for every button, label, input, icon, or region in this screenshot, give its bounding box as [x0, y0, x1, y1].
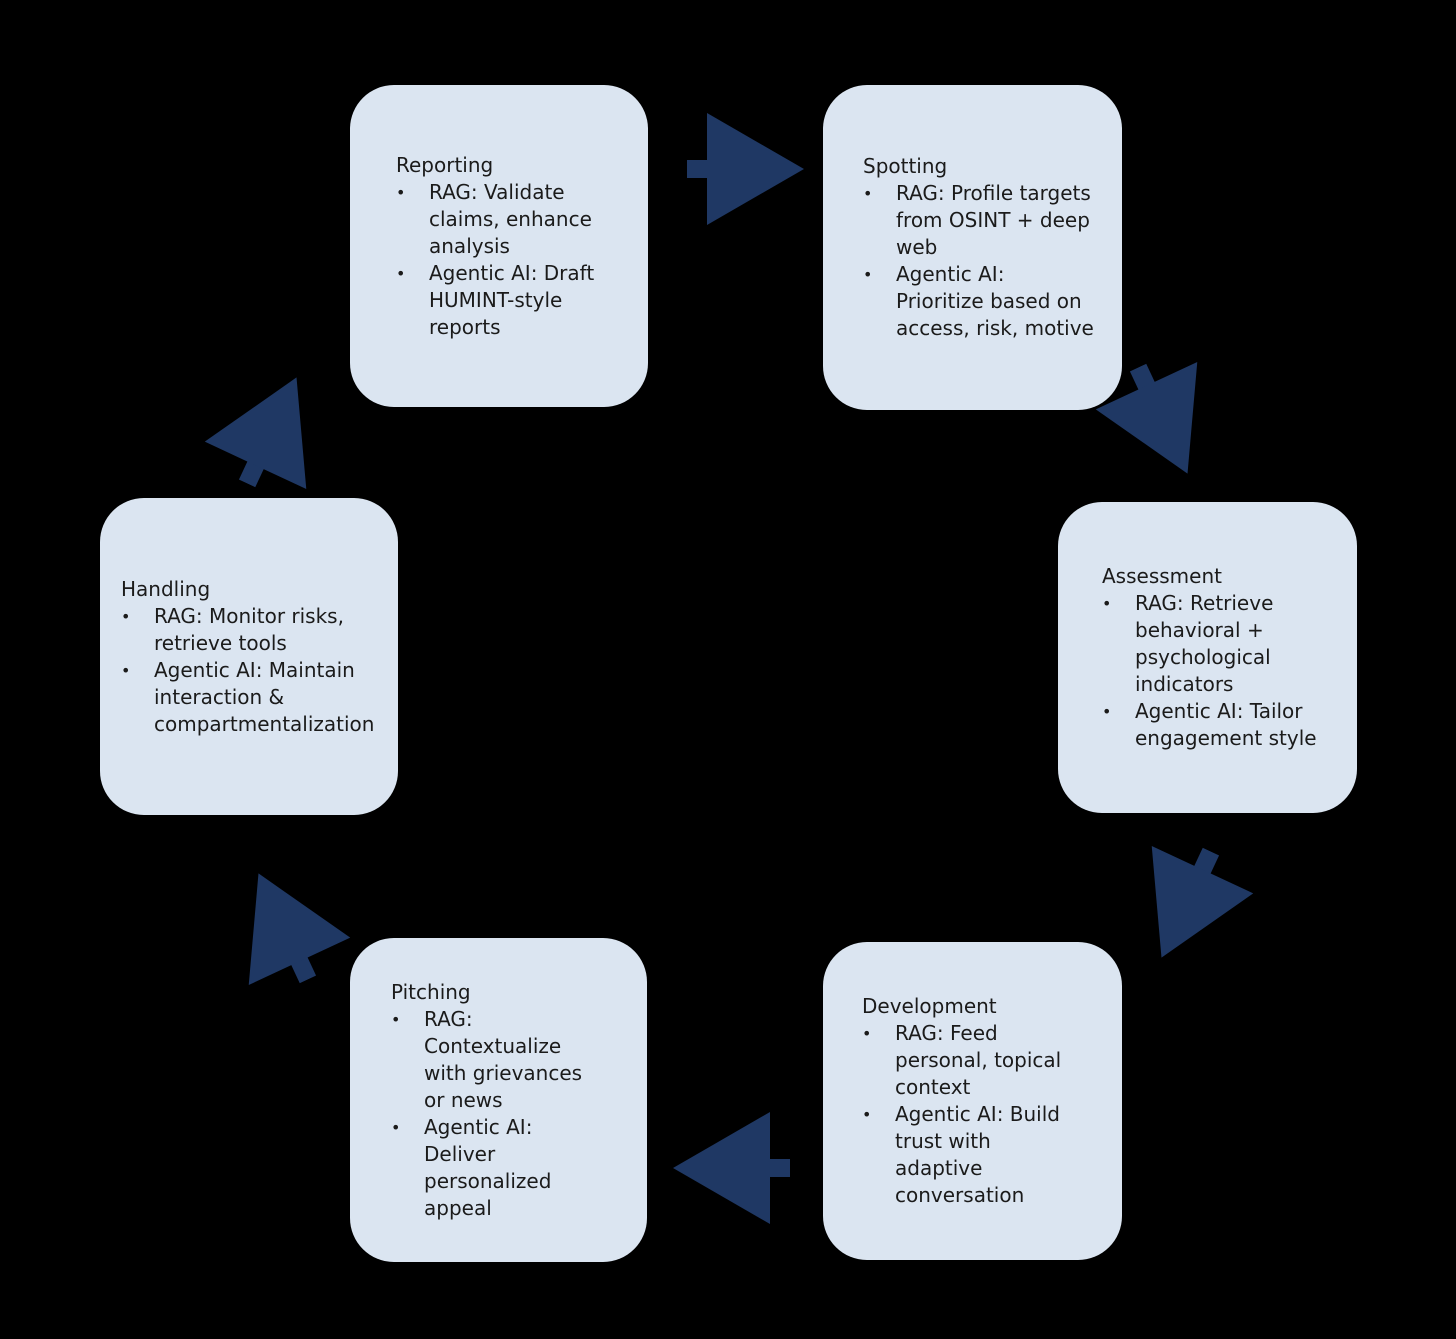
- arrow-handling-to-reporting: [196, 353, 347, 507]
- bullet-text: Agentic AI: Maintain interaction & compa…: [154, 657, 375, 736]
- arrow-assessment-to-development: [1110, 828, 1261, 982]
- arrow-pitching-to-handling: [207, 849, 358, 1003]
- stage-bullet-list: • RAG: Retrieve behavioral + psychologic…: [1102, 590, 1329, 752]
- bullet-text: Agentic AI: Prioritize based on access, …: [896, 262, 1094, 340]
- bullet-marker-icon: •: [863, 184, 873, 203]
- bullet-item: • Agentic AI: Prioritize based on access…: [863, 261, 1094, 342]
- bullet-item: • RAG: Monitor risks, retrieve tools: [121, 603, 380, 657]
- stage-box-handling: Handling • RAG: Monitor risks, retrieve …: [100, 498, 398, 815]
- stage-title: Pitching: [391, 979, 471, 1004]
- stage-box-development: Development • RAG: Feed personal, topica…: [823, 942, 1122, 1260]
- stage-bullet-list: • RAG: Validate claims, enhance analysis…: [396, 179, 598, 341]
- bullet-item: • RAG: Contextualize with grievances or …: [391, 1006, 602, 1114]
- bullet-marker-icon: •: [391, 1117, 401, 1137]
- stage-box-reporting: Reporting • RAG: Validate claims, enhanc…: [350, 85, 648, 407]
- bullet-text: Agentic AI: Tailor engagement style: [1135, 699, 1317, 750]
- bullet-text: RAG: Monitor risks, retrieve tools: [154, 603, 344, 655]
- arrow-icon: [673, 1112, 790, 1224]
- arrow-icon: [1095, 361, 1198, 474]
- stage-title: Reporting: [396, 152, 494, 177]
- bullet-item: • Agentic AI: Build trust with adaptive …: [862, 1101, 1082, 1209]
- bullet-marker-icon: •: [1102, 702, 1112, 721]
- bullet-item: • Agentic AI: Tailor engagement style: [1102, 698, 1329, 752]
- stage-box-spotting: Spotting • RAG: Profile targets from OSI…: [823, 85, 1122, 410]
- stage-title: Development: [862, 994, 997, 1018]
- arrow-icon: [687, 113, 804, 225]
- bullet-marker-icon: •: [391, 1009, 401, 1029]
- stage-bullet-list: • RAG: Contextualize with grievances or …: [391, 1006, 602, 1222]
- bullet-marker-icon: •: [862, 1105, 872, 1124]
- bullet-marker-icon: •: [1102, 594, 1112, 613]
- bullet-text: RAG: Feed personal, topical context: [895, 1021, 1062, 1099]
- stage-title: Spotting: [863, 154, 948, 178]
- arrow-spotting-to-assessment: [1087, 344, 1238, 498]
- bullet-marker-icon: •: [863, 265, 873, 284]
- bullet-item: • RAG: Validate claims, enhance analysis: [396, 179, 598, 260]
- bullet-text: RAG: Profile targets from OSINT + deep w…: [896, 181, 1091, 259]
- arrow-icon: [248, 873, 351, 986]
- stage-bullet-list: • RAG: Profile targets from OSINT + deep…: [863, 180, 1094, 342]
- stage-bullet-list: • RAG: Feed personal, topical context • …: [862, 1020, 1082, 1209]
- bullet-marker-icon: •: [121, 606, 131, 626]
- bullet-text: Agentic AI: Deliver personalized appeal: [424, 1114, 552, 1220]
- arrow-reporting-to-spotting: [687, 113, 805, 225]
- bullet-item: • Agentic AI: Draft HUMINT-style reports: [396, 260, 598, 341]
- stage-title: Handling: [121, 576, 211, 601]
- stage-title: Assessment: [1102, 564, 1222, 588]
- arrow-icon: [204, 377, 307, 490]
- bullet-text: RAG: Validate claims, enhance analysis: [429, 179, 592, 258]
- bullet-item: • RAG: Feed personal, topical context: [862, 1020, 1082, 1101]
- stage-box-assessment: Assessment • RAG: Retrieve behavioral + …: [1058, 502, 1357, 813]
- bullet-marker-icon: •: [121, 660, 131, 680]
- bullet-marker-icon: •: [862, 1024, 872, 1043]
- stage-bullet-list: • RAG: Monitor risks, retrieve tools • A…: [121, 603, 380, 738]
- bullet-item: • Agentic AI: Maintain interaction & com…: [121, 657, 380, 738]
- bullet-text: RAG: Contextualize with grievances or ne…: [424, 1006, 583, 1112]
- arrow-development-to-pitching: [672, 1112, 790, 1224]
- bullet-item: • RAG: Retrieve behavioral + psychologic…: [1102, 590, 1329, 698]
- arrow-icon: [1151, 845, 1254, 958]
- bullet-text: RAG: Retrieve behavioral + psychological…: [1135, 591, 1274, 696]
- bullet-marker-icon: •: [396, 182, 406, 202]
- bullet-item: • Agentic AI: Deliver personalized appea…: [391, 1114, 602, 1222]
- bullet-marker-icon: •: [396, 263, 406, 283]
- bullet-text: Agentic AI: Build trust with adaptive co…: [895, 1102, 1060, 1207]
- bullet-item: • RAG: Profile targets from OSINT + deep…: [863, 180, 1094, 261]
- stage-box-pitching: Pitching • RAG: Contextualize with griev…: [350, 938, 647, 1262]
- bullet-text: Agentic AI: Draft HUMINT-style reports: [429, 260, 595, 339]
